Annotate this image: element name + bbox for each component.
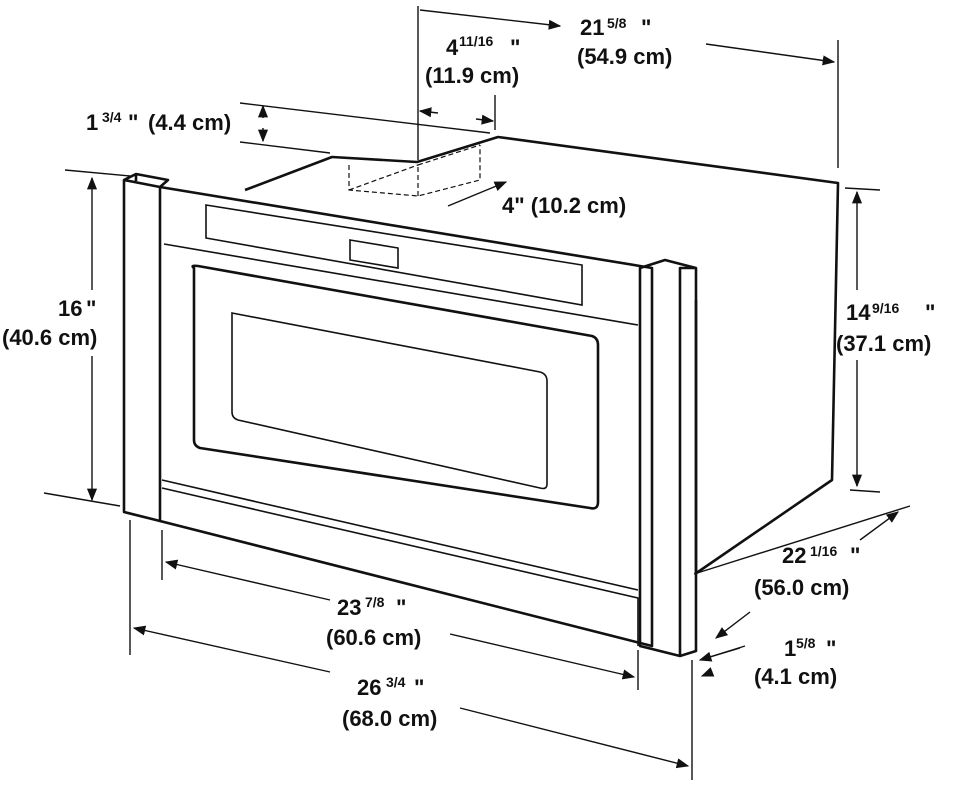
dimension-lines [43, 6, 911, 780]
body-depth-unit: " [850, 543, 860, 568]
overall-depth-metric: (54.9 cm) [577, 44, 672, 69]
vent-height-metric: (4.4 cm) [148, 110, 231, 135]
body-height-metric: (37.1 cm) [836, 331, 931, 356]
drawer-width-fraction: 7/8 [365, 594, 385, 610]
vent-offset-whole: 4 [446, 35, 459, 60]
vent-height-fraction: 3/4 [102, 109, 122, 125]
front-height-unit: " [86, 296, 96, 321]
drawer-bottom-rail [161, 479, 639, 646]
drawer-width-whole: 23 [337, 595, 361, 620]
trim-depth-unit: " [826, 636, 836, 661]
right-trim-strip [638, 258, 698, 658]
overall-width-fraction: 3/4 [386, 674, 406, 690]
front-height-whole: 16 [58, 296, 82, 321]
drawer-frame [191, 264, 600, 510]
depth-arrow-left [419, 9, 562, 30]
trim-depth-metric: (4.1 cm) [754, 664, 837, 689]
cabinet-top-outline [244, 135, 840, 576]
body-depth-fraction: 1/16 [810, 543, 837, 559]
drawer-window [231, 312, 548, 490]
overall-depth-fraction: 5/8 [607, 15, 627, 31]
overall-width-metric: (68.0 cm) [342, 706, 437, 731]
left-trim-strip [122, 172, 170, 523]
body-height-unit: " [925, 300, 935, 325]
body-depth-metric: (56.0 cm) [754, 575, 849, 600]
dimension-labels: 21 5/8 " (54.9 cm) 4 11/16 " (11.9 cm) 1… [2, 15, 935, 731]
vent-height-unit: " [128, 110, 138, 135]
body-height-fraction: 9/16 [872, 300, 899, 316]
overall-width-unit: " [414, 675, 424, 700]
vent-offset-unit: " [510, 35, 520, 60]
trim-depth-fraction: 5/8 [796, 635, 816, 651]
body-depth-whole: 22 [782, 543, 806, 568]
drawer-width-unit: " [396, 595, 406, 620]
front-height-metric: (40.6 cm) [2, 325, 97, 350]
vent-depth-label: 4" (10.2 cm) [502, 193, 626, 218]
vent-offset-fraction: 11/16 [459, 33, 493, 49]
body-height-whole: 14 [846, 300, 871, 325]
vent-offset-metric: (11.9 cm) [425, 63, 519, 88]
overall-depth-unit: " [641, 15, 651, 40]
control-panel [205, 204, 583, 306]
drawer-top-edge [163, 243, 639, 326]
overall-depth-whole: 21 [580, 15, 604, 40]
depth-arrow-right [705, 43, 836, 66]
vent-height-whole: 1 [86, 110, 98, 135]
vent-cutout-dashed [348, 144, 481, 197]
front-face-outline [159, 185, 654, 648]
appliance-drawing [122, 135, 840, 658]
drawer-width-metric: (60.6 cm) [326, 625, 421, 650]
overall-width-whole: 26 [357, 675, 381, 700]
trim-depth-whole: 1 [784, 636, 796, 661]
display-window [349, 239, 399, 269]
